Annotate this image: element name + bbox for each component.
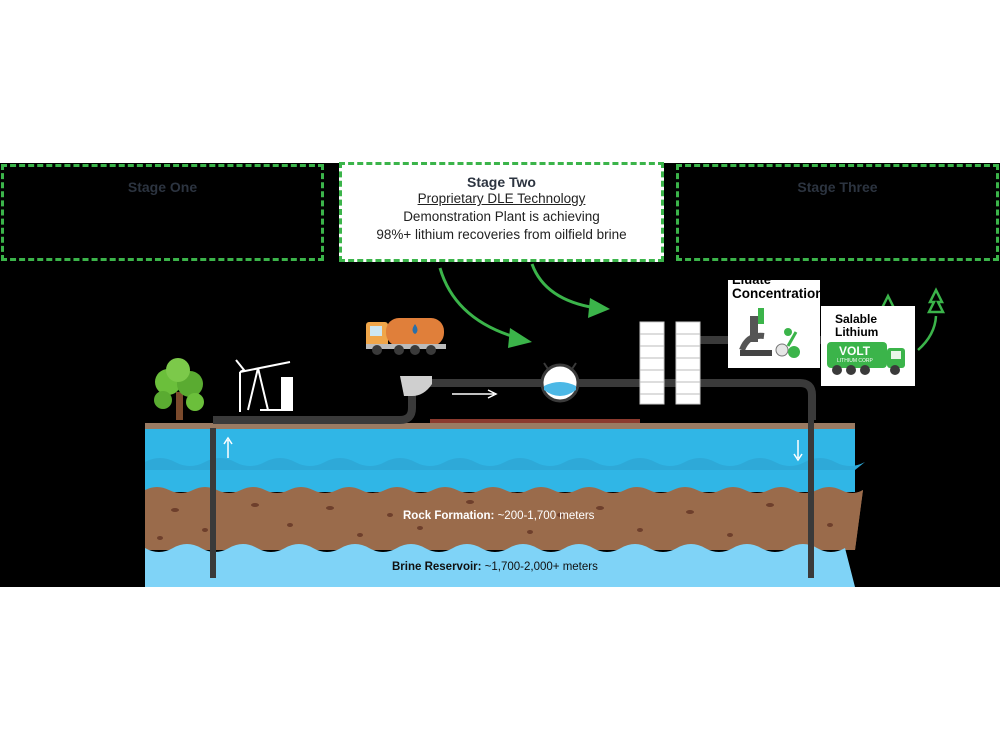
stage-two-box: Stage Two Proprietary DLE Technology Dem… xyxy=(339,162,664,262)
eluate-concentration-card: Eluate Concentration xyxy=(728,279,820,368)
concentration-label: Concentration xyxy=(732,286,820,301)
rock-formation-title: Rock Formation: xyxy=(403,510,495,522)
tree-icon xyxy=(154,358,204,420)
stage-three-box: Stage Three xyxy=(676,164,999,261)
stage-two-line-1: Demonstration Plant is achieving xyxy=(403,209,600,224)
ground-layers xyxy=(145,428,865,587)
stage-two-subtitle: Proprietary DLE Technology xyxy=(417,191,586,206)
brine-layer xyxy=(145,544,855,587)
rock-formation-depth: ~200-1,700 meters xyxy=(497,510,595,522)
water-layer xyxy=(145,428,855,468)
pump-icon xyxy=(540,362,580,403)
main-pipe xyxy=(412,379,816,420)
water-waves xyxy=(145,458,865,470)
stage-three-title: Stage Three xyxy=(797,179,878,195)
brine-reservoir-depth: ~1,700-2,000+ meters xyxy=(484,561,598,573)
truck-brand-sub: LITHIUM CORP xyxy=(837,358,873,364)
injection-well xyxy=(808,400,814,578)
salable-lithium-card: Salable Lithium VOLT LITHIUM CORP xyxy=(821,306,915,386)
tanker-truck-icon xyxy=(366,318,446,355)
ion-exchange-columns-icon xyxy=(639,321,701,405)
lithium-label: Lithium xyxy=(835,325,879,339)
microscope-icon xyxy=(739,308,800,358)
pipe-to-pump xyxy=(213,388,416,424)
production-well xyxy=(210,428,216,578)
up-arrow-icon xyxy=(223,436,233,458)
surface-line xyxy=(145,423,855,429)
rock-speckles xyxy=(157,500,833,540)
stage-two-title: Stage Two xyxy=(467,174,536,190)
funnel-icon xyxy=(400,376,432,396)
salable-label: Salable xyxy=(835,312,878,326)
down-arrow-icon xyxy=(793,440,803,462)
truck-brand: VOLT xyxy=(839,344,871,358)
lithium-truck-icon xyxy=(827,342,905,375)
stage-two-line-2: 98%+ lithium recoveries from oilfield br… xyxy=(376,227,627,242)
red-line xyxy=(430,419,640,423)
flow-arrow-icon xyxy=(452,389,498,399)
brine-reservoir-label: Brine Reservoir: ~1,700-2,000+ meters xyxy=(392,561,598,573)
stage-two-arrows xyxy=(438,263,610,348)
stage-one-box: Stage One xyxy=(1,164,324,261)
rock-formation-label: Rock Formation: ~200-1,700 meters xyxy=(403,510,594,522)
brine-reservoir-title: Brine Reservoir: xyxy=(392,561,482,573)
pumpjack-icon xyxy=(235,359,293,412)
eluate-label: Eluate xyxy=(732,272,772,287)
stage-one-title: Stage One xyxy=(127,179,198,195)
